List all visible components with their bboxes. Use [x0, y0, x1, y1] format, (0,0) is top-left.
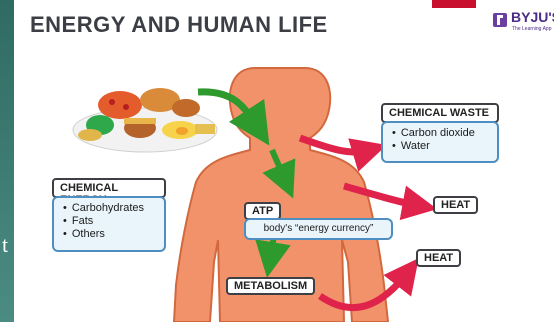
list-item: Carbon dioxide	[401, 127, 489, 140]
food-plate-illustration	[73, 88, 217, 152]
list-item: Others	[72, 228, 156, 241]
list-item: Fats	[72, 215, 156, 228]
heat-label-top: HEAT	[433, 196, 478, 214]
list-item: Carbohydrates	[72, 202, 156, 215]
heat-label-bottom: HEAT	[416, 249, 461, 267]
list-item: Water	[401, 140, 489, 153]
atp-caption: body's “energy currency”	[244, 218, 393, 240]
metabolism-label: METABOLISM	[226, 277, 315, 295]
chemical-energy-list-box: Carbohydrates Fats Others	[52, 196, 166, 252]
chemical-energy-title-box: CHEMICAL ENERGY	[52, 178, 166, 198]
chemical-waste-title-box: CHEMICAL WASTE	[381, 103, 499, 123]
chemical-waste-title: CHEMICAL WASTE	[383, 105, 497, 121]
chemical-waste-list-box: Carbon dioxide Water	[381, 121, 499, 163]
